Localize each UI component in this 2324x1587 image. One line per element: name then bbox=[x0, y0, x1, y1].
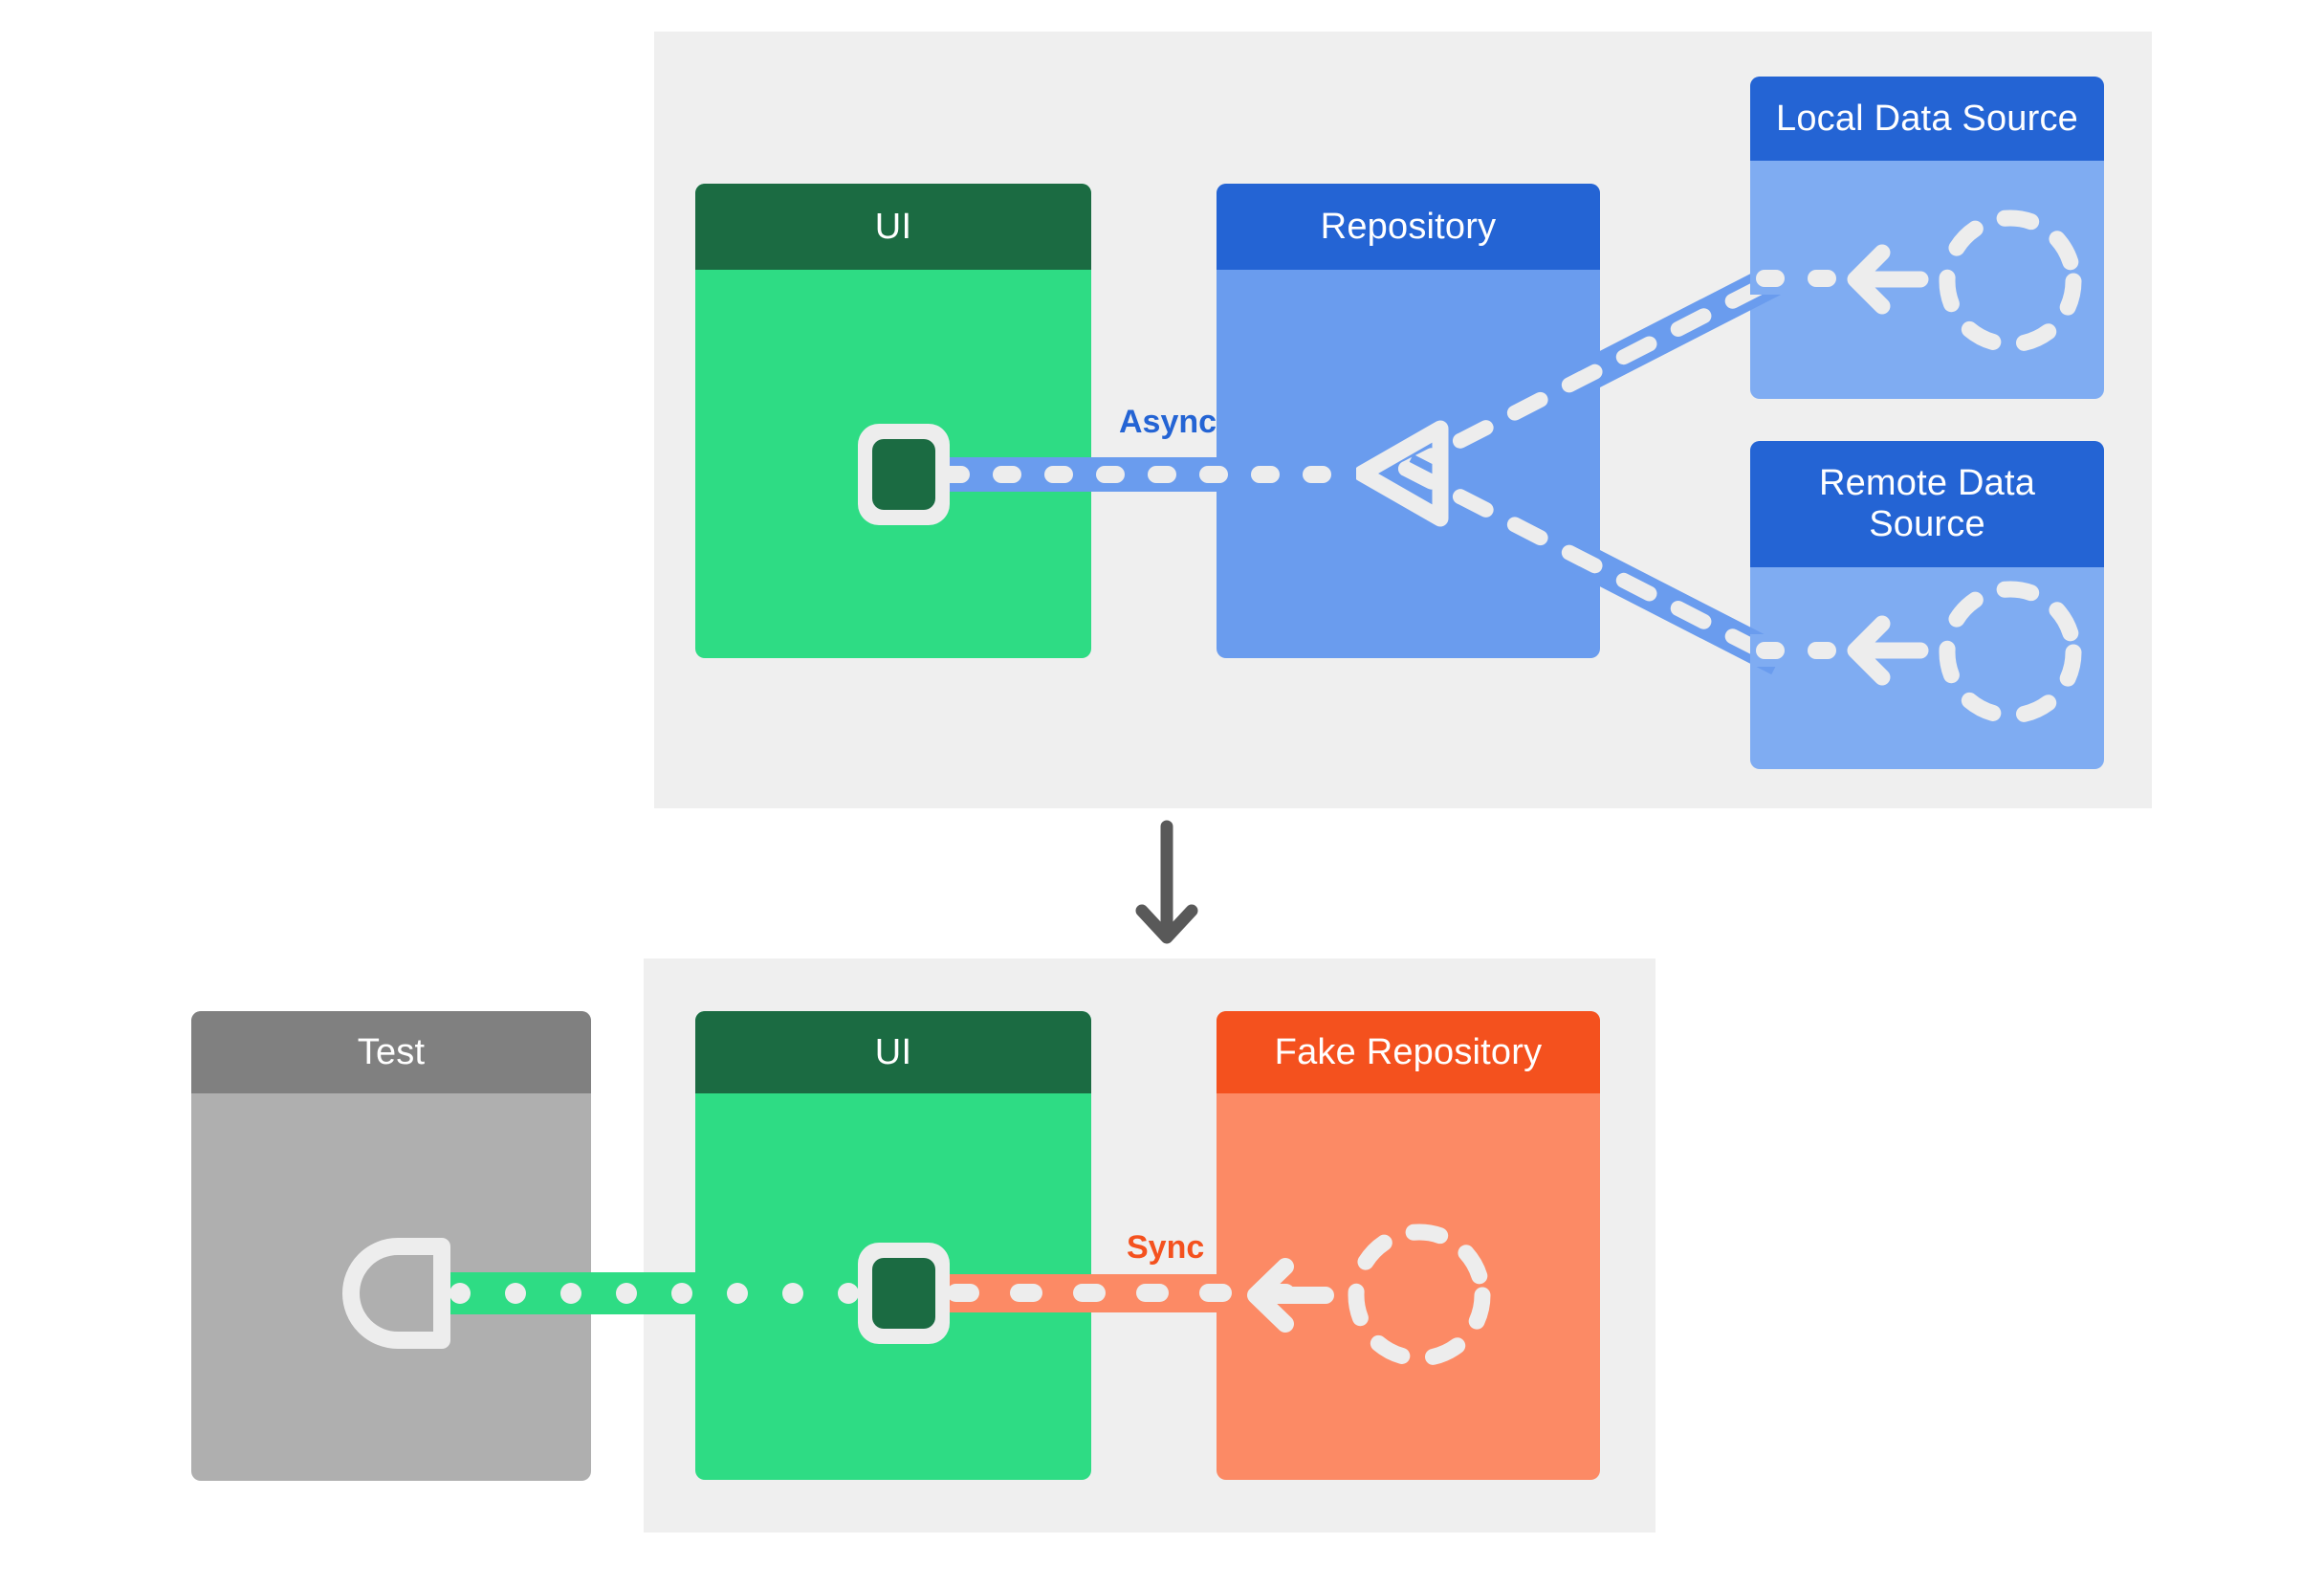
box-fake-repository-header: Fake Repository bbox=[1217, 1011, 1600, 1093]
label-async: Async bbox=[1119, 404, 1217, 440]
box-local-data-source[interactable]: Local Data Source bbox=[1750, 77, 2104, 399]
dot-segment bbox=[782, 1283, 803, 1304]
box-local-data-source-label: Local Data Source bbox=[1775, 98, 2079, 139]
plug-port-icon-core bbox=[872, 439, 935, 510]
arrow-left-icon bbox=[1247, 1258, 1334, 1333]
dot-segment bbox=[838, 1283, 859, 1304]
dash-segment bbox=[1073, 1284, 1106, 1302]
label-sync: Sync bbox=[1127, 1229, 1205, 1266]
link-local-data-source-dashes bbox=[1756, 270, 1852, 287]
dash-segment bbox=[1136, 1284, 1169, 1302]
dashed-circle-icon bbox=[1939, 581, 2082, 724]
dash-segment bbox=[1756, 642, 1785, 659]
dash-segment bbox=[1199, 1284, 1232, 1302]
dot-segment bbox=[505, 1283, 526, 1304]
dot-segment bbox=[727, 1283, 748, 1304]
dash-segment bbox=[1148, 466, 1176, 483]
dash-segment bbox=[1808, 270, 1836, 287]
link-remote-data-source-dashes bbox=[1756, 642, 1852, 659]
link-test-to-ui-dots bbox=[449, 1283, 889, 1304]
box-repository[interactable]: Repository bbox=[1217, 184, 1600, 658]
plug-port-icon-core bbox=[872, 1258, 935, 1329]
dot-segment bbox=[671, 1283, 692, 1304]
box-test-label: Test bbox=[357, 1031, 426, 1072]
dash-segment bbox=[1756, 270, 1785, 287]
socket-half-circle-icon bbox=[342, 1238, 450, 1349]
box-ui-production[interactable]: UI bbox=[695, 184, 1091, 658]
box-ui-header: UI bbox=[695, 184, 1091, 270]
dash-segment bbox=[993, 466, 1021, 483]
box-ui-test-header: UI bbox=[695, 1011, 1091, 1093]
box-ui-label: UI bbox=[874, 206, 912, 247]
dash-segment bbox=[947, 1284, 979, 1302]
dashed-circle-icon bbox=[1348, 1223, 1491, 1367]
box-local-data-source-header: Local Data Source bbox=[1750, 77, 2104, 161]
box-fake-repository-label: Fake Repository bbox=[1274, 1031, 1543, 1072]
box-remote-data-source-label: Remote Data Source bbox=[1818, 463, 2036, 544]
dash-segment bbox=[1096, 466, 1125, 483]
dot-segment bbox=[449, 1283, 471, 1304]
dashed-circle-icon bbox=[1939, 209, 2082, 353]
box-remote-data-source-header: Remote Data Source bbox=[1750, 441, 2104, 567]
link-ui-to-repository bbox=[897, 457, 1356, 492]
dash-segment bbox=[1251, 466, 1280, 483]
box-repository-header: Repository bbox=[1217, 184, 1600, 270]
arrow-down-icon bbox=[1135, 820, 1198, 944]
dot-segment bbox=[616, 1283, 637, 1304]
box-test-header: Test bbox=[191, 1011, 591, 1093]
dash-segment bbox=[1303, 466, 1331, 483]
triangle-connector-icon bbox=[1353, 420, 1449, 527]
dot-segment bbox=[560, 1283, 581, 1304]
box-ui-test-label: UI bbox=[874, 1031, 912, 1072]
dash-segment bbox=[1808, 642, 1836, 659]
arrow-left-icon bbox=[1847, 615, 1929, 686]
dash-segment bbox=[1199, 466, 1228, 483]
box-repository-label: Repository bbox=[1320, 206, 1497, 247]
box-fake-repository[interactable]: Fake Repository bbox=[1217, 1011, 1600, 1480]
repository-to-datasources-links bbox=[1398, 262, 1787, 675]
link-ui-to-repository-dashes bbox=[941, 466, 1352, 483]
arrow-left-icon bbox=[1847, 244, 1929, 315]
dash-segment bbox=[1044, 466, 1073, 483]
dash-segment bbox=[1010, 1284, 1042, 1302]
